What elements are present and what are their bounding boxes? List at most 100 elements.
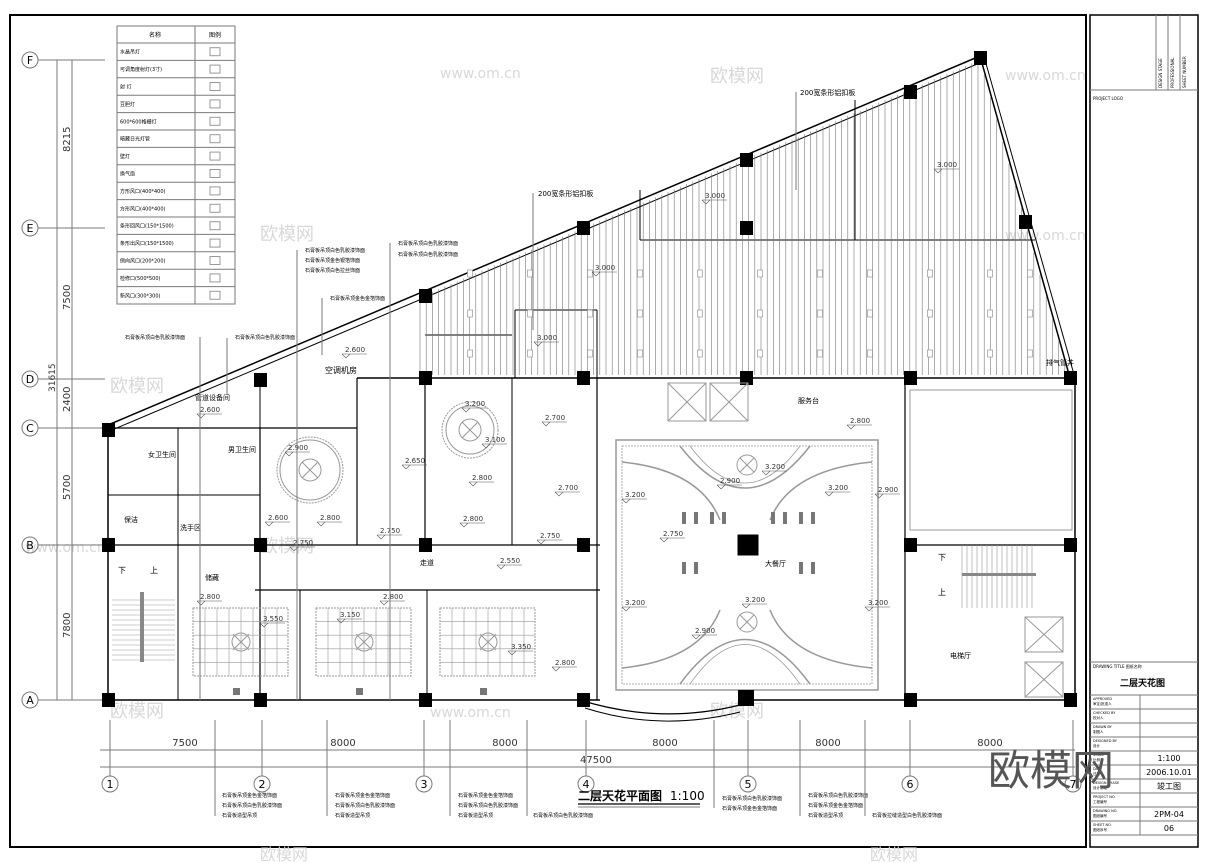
linear-return-vent-icon [209,221,221,231]
svg-text:8000: 8000 [815,738,840,749]
svg-text:SCALE: SCALE [1093,753,1104,757]
exhaust-fan-icon [209,169,221,178]
legend-item-label: 壁灯 [120,153,130,160]
elevation-hall_i: 3.200 [745,596,765,604]
elevation-corr2: 2.750 [540,532,560,540]
svg-text:石膏板吊顶白色乳胶漆饰面: 石膏板吊顶白色乳胶漆饰面 [222,802,282,809]
svg-text:CHECKED BY: CHECKED BY [1093,711,1116,715]
legend-item-label: 换气扇 [120,171,135,178]
elevation-r2: 2.650 [405,457,425,465]
elevation-aircon: 2.600 [345,346,365,354]
room-cleaning: 保洁 [124,515,138,524]
row-dimensions: 8215 7500 31615 2400 5700 7800 [48,60,73,700]
elevation-hall_b: 3.200 [765,463,785,471]
room-aircon: 空调机房 [325,365,357,375]
svg-text:石膏板吊顶金色金箔饰面: 石膏板吊顶金色金箔饰面 [330,295,385,302]
svg-text:DATE: DATE [1093,767,1102,771]
room-washroom: 洗手区 [180,523,201,532]
svg-text:石膏板吊顶白色乳胶漆饰面: 石膏板吊顶白色乳胶漆饰面 [398,240,458,247]
spotlight-icon [209,64,221,74]
banquet-ceiling [615,439,879,706]
svg-text:日期: 日期 [1093,771,1101,776]
elevation-p3a: 3.350 [511,643,531,651]
title-block-border [1089,14,1199,848]
elevation-p2a: 2.800 [383,593,403,601]
svg-text:比例: 比例 [1093,757,1101,762]
room-female-wc: 女卫生间 [148,450,176,459]
title-block-value: 竣工图 [1157,781,1181,791]
svg-text:设计阶段: 设计阶段 [1093,785,1108,790]
structural-columns [102,51,1077,707]
svg-text:C: C [26,422,34,435]
svg-text:工程编号: 工程编号 [1093,799,1108,804]
svg-text:石膏板吊顶白色乳胶漆饰面: 石膏板吊顶白色乳胶漆饰面 [398,251,458,258]
svg-text:欧模网: 欧模网 [260,845,308,863]
col-dimensions: 7500 8000 8000 8000 8000 8000 47500 [100,738,1075,768]
svg-text:A: A [26,694,34,707]
svg-text:8000: 8000 [330,738,355,749]
legend-item-label: 射 灯 [120,84,132,91]
legend-item-label: 暗藏日光灯管 [120,136,150,143]
dim-2400: 2400 [62,387,73,412]
sheet-title: 二层天花图 [1120,677,1165,689]
svg-text:8000: 8000 [492,738,517,749]
svg-text:欧模网: 欧模网 [110,376,164,397]
elevation-r4b: 2.700 [558,484,578,492]
project-logo-label: PROJECT LOGO [1093,96,1123,101]
elevation-pipe: 2.600 [200,406,220,414]
svg-text:SHEET NO.: SHEET NO. [1093,823,1112,827]
legend-item-label: 侧向风口(200*200) [120,258,166,265]
svg-text:石膏板吊顶白色乳胶漆饰面: 石膏板吊顶白色乳胶漆饰面 [533,812,593,819]
elevation-r1c: 2.800 [320,514,340,522]
grid-col-bubble [101,775,119,793]
elevation-r1b: 2.600 [268,514,288,522]
svg-text:F: F [27,54,33,67]
elevation-r3d: 2.800 [463,515,483,523]
grid-col-bubble [577,775,595,793]
svg-text:石膏板吊顶白色拉丝饰面: 石膏板吊顶白色拉丝饰面 [305,267,360,274]
watermark-brand: 欧模网 [988,746,1114,795]
svg-text:欧模网: 欧模网 [260,224,314,245]
note-roof-b: 200宽条形铝扣板 [538,189,593,198]
room-exhaust: 排气管井 [1046,358,1074,367]
svg-text:DESIGN PHASE: DESIGN PHASE [1093,781,1119,785]
legend-item-label: 可调角度射灯(3寸) [120,66,162,73]
title-block-value: 2006.10.01 [1146,768,1192,777]
elevation-p1b: 3.550 [263,615,283,623]
elevation-r3b: 3.100 [485,436,505,444]
elevation-r6: 3.000 [595,264,615,272]
svg-text:欧模网: 欧模网 [260,536,314,557]
svg-text:石膏板吊顶金色金箔饰面: 石膏板吊顶金色金箔饰面 [335,792,390,799]
elevation-r5: 3.000 [537,334,557,342]
svg-text:DESIGN STAGE: DESIGN STAGE [1158,58,1163,88]
elevation-corr3: 2.550 [500,557,520,565]
svg-text:石膏板造型吊顶: 石膏板造型吊顶 [335,812,370,819]
svg-text:欧模网: 欧模网 [870,845,918,863]
svg-text:石膏板吊顶金色银箔饰面: 石膏板吊顶金色银箔饰面 [305,257,360,264]
svg-text:2: 2 [259,778,266,791]
svg-text:石膏板吊顶金色金箔饰面: 石膏板吊顶金色金箔饰面 [722,805,777,812]
elevation-hall_f: 2.750 [663,530,683,538]
svg-text:石膏板拉缝造型白色乳胶漆饰面: 石膏板拉缝造型白色乳胶漆饰面 [872,812,942,819]
downlight-icon [209,82,221,91]
elevation-hall_e: 3.200 [828,484,848,492]
legend-header-name: 名称 [149,31,161,39]
svg-text:上: 上 [938,588,946,597]
grid-col-bubble [901,775,919,793]
svg-text:石膏板吊顶白色乳胶漆饰面: 石膏板吊顶白色乳胶漆饰面 [335,802,395,809]
hidden-tube-icon [209,134,221,144]
legend-item-label: 检修口(500*500) [120,275,161,282]
svg-text:设计: 设计 [1093,743,1101,748]
room-male-wc: 男卫生间 [228,445,256,454]
room-pipe: 管道设备间 [195,393,230,402]
svg-text:E: E [27,222,34,235]
svg-text:石膏板吊顶金色金箔饰面: 石膏板吊顶金色金箔饰面 [808,802,863,809]
dim-31615: 31615 [48,363,58,392]
svg-text:下: 下 [938,553,946,562]
elevation-hall_d: 3.200 [625,491,645,499]
drawing-title-text: 二层天花平面图 [578,788,662,803]
elevation-r4a: 2.700 [545,414,565,422]
svg-text:石膏板造型吊顶: 石膏板造型吊顶 [458,812,493,819]
grid-col-bubble [415,775,433,793]
